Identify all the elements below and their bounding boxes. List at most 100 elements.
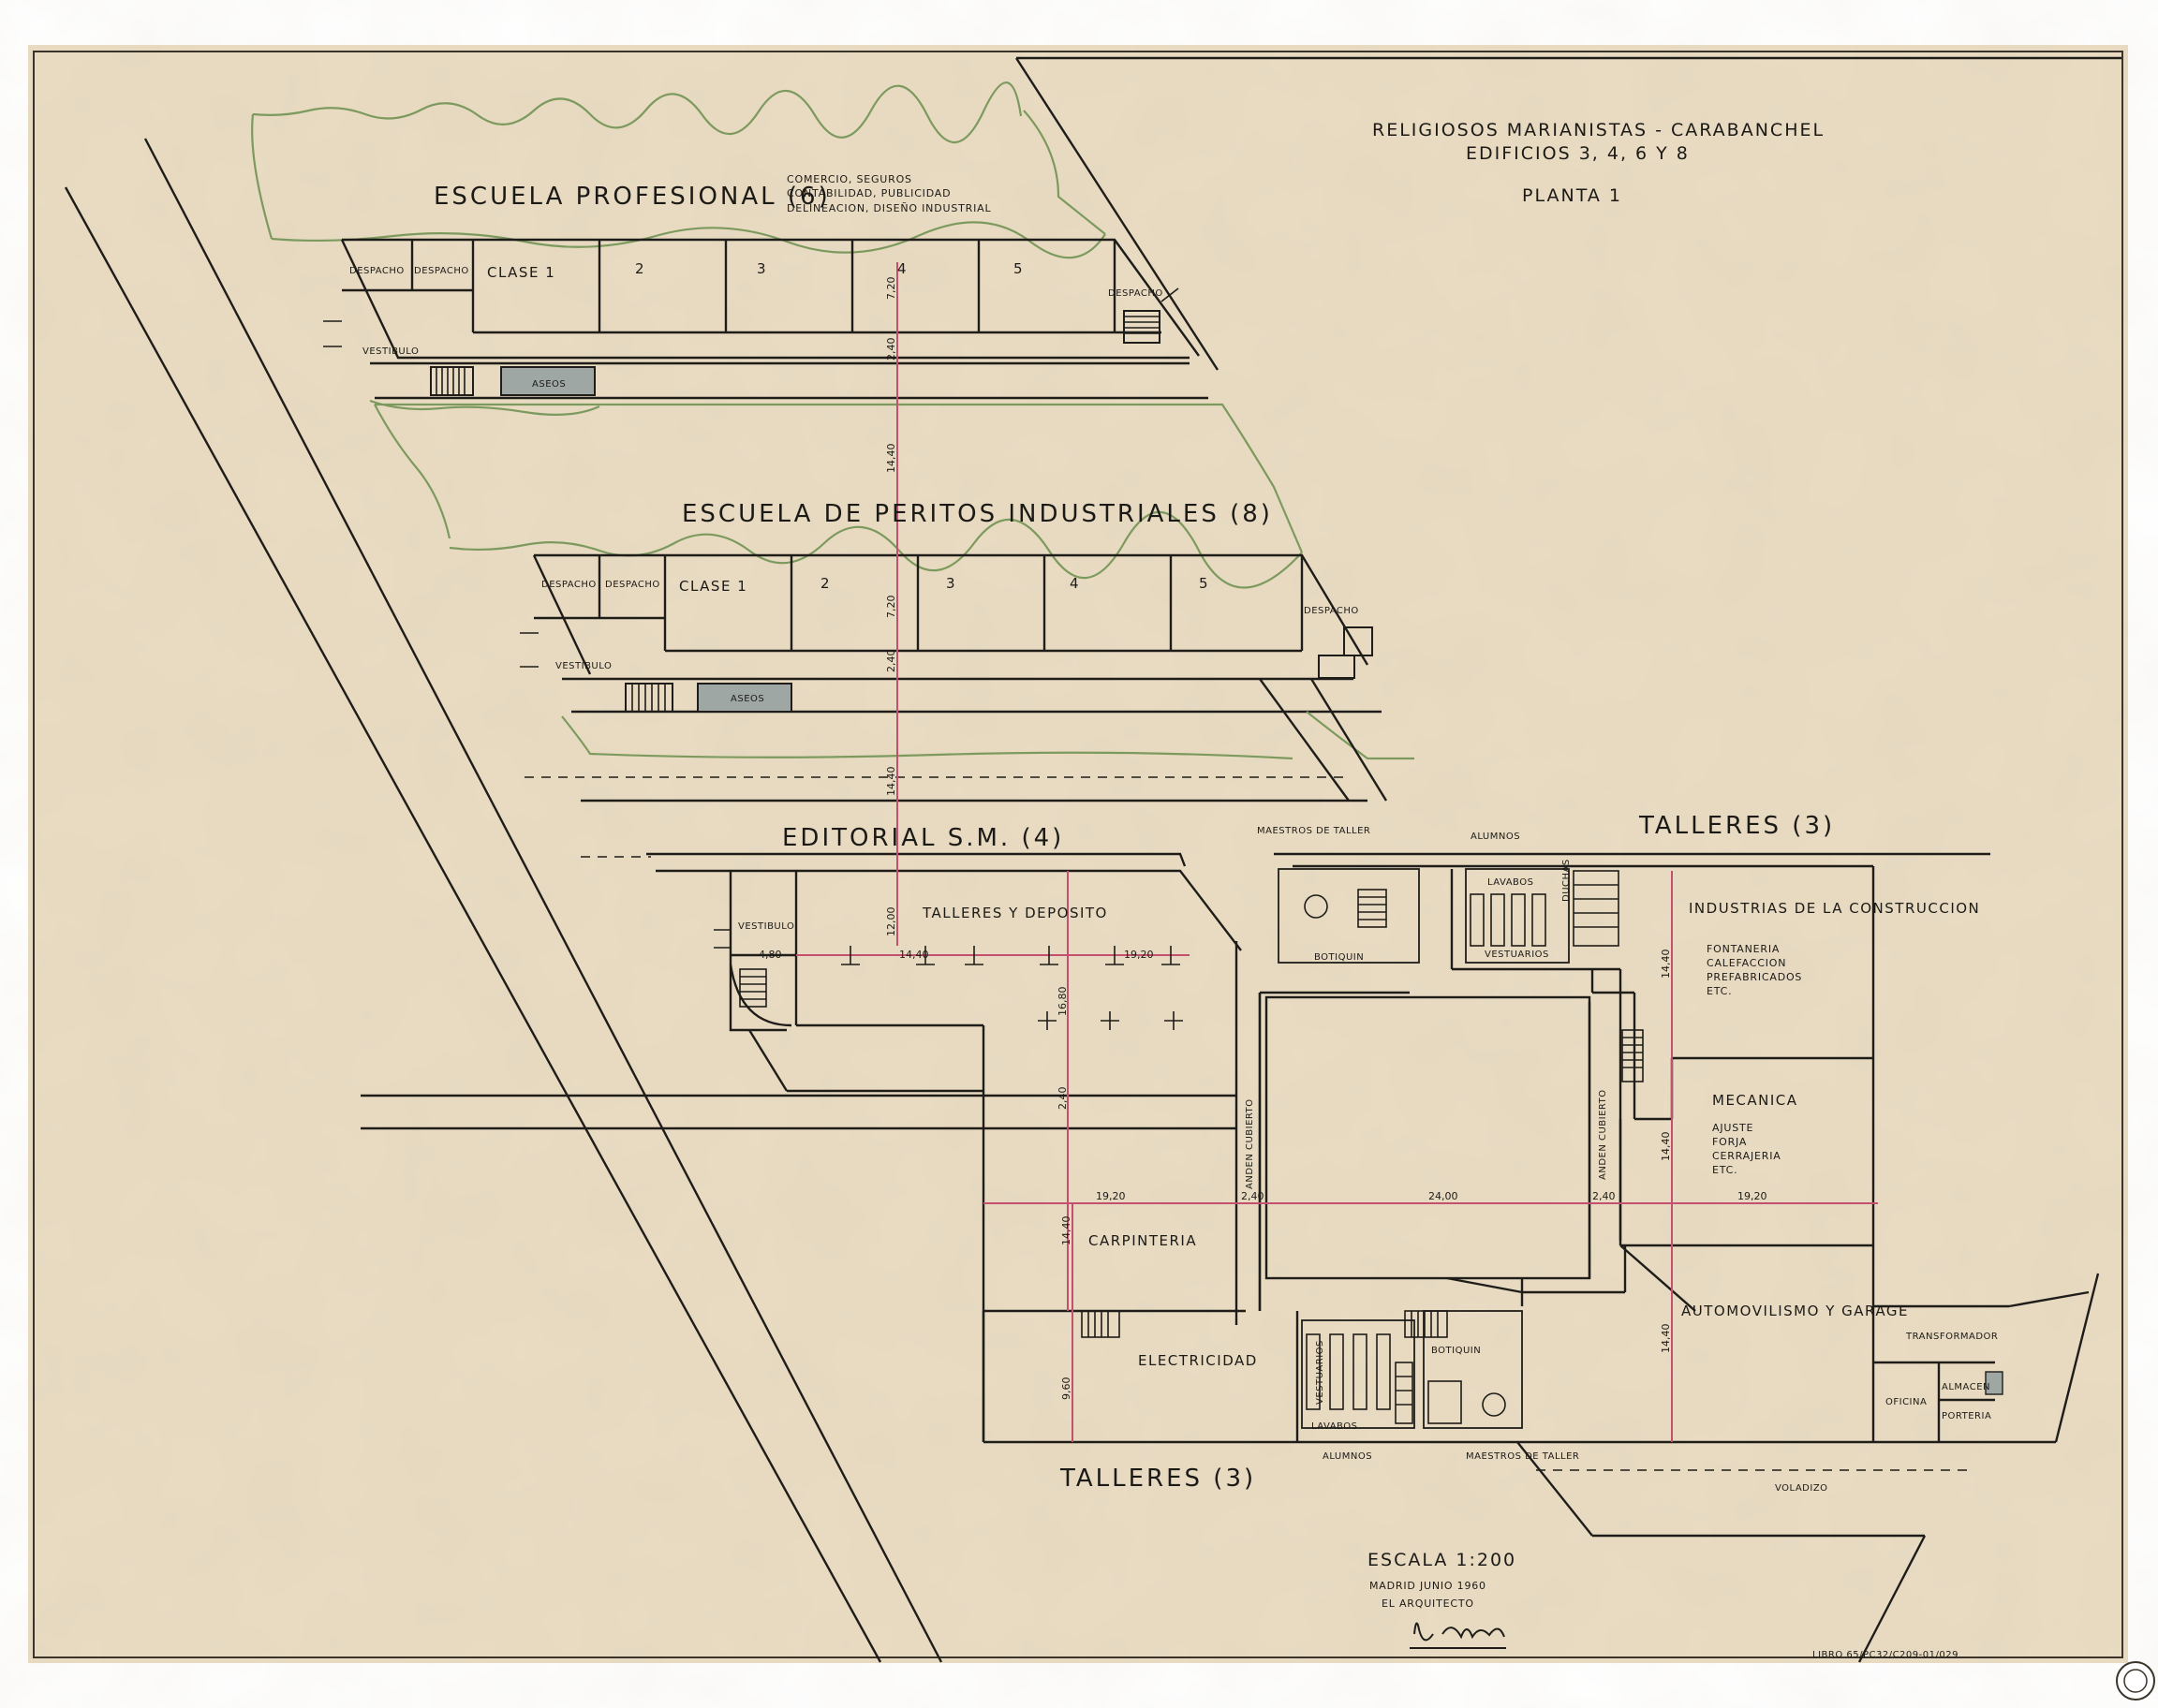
dim-6: 14,40 xyxy=(885,767,897,797)
escuela-peritos-block xyxy=(374,403,1414,802)
maestros-taller-bottom: MAESTROS DE TALLER xyxy=(1466,1451,1579,1462)
porteria-label: PORTERIA xyxy=(1942,1411,1991,1421)
alumnos-top: ALUMNOS xyxy=(1471,832,1520,842)
pi-clase-4: 4 xyxy=(1070,575,1080,592)
dim-17: 19,20 xyxy=(1737,1190,1767,1202)
dim-20: 14,40 xyxy=(1660,1132,1672,1162)
lavabos-bottom: LAVABOS xyxy=(1311,1421,1357,1432)
pi-clase-3: 3 xyxy=(946,575,956,592)
dim-8: 4,80 xyxy=(759,949,782,961)
ep-clase-3: 3 xyxy=(757,260,767,277)
mecanica-item-3: CERRAJERIA xyxy=(1712,1150,1781,1162)
dim-15: 24,00 xyxy=(1428,1190,1458,1202)
structural-grid xyxy=(796,262,1878,1442)
industrias-name: INDUSTRIAS DE LA CONSTRUCCION xyxy=(1689,900,1980,917)
mecanica-name: MECANICA xyxy=(1712,1092,1798,1109)
ep-despacho-3: DESPACHO xyxy=(1108,288,1163,299)
dim-16: 2,40 xyxy=(1592,1190,1616,1202)
dim-22: 14,40 xyxy=(1660,1324,1672,1354)
transformador-label: TRANSFORMADOR xyxy=(1905,1332,1998,1342)
ep-clase-2: 2 xyxy=(635,260,645,277)
road-lines xyxy=(361,1094,1236,1130)
dim-9: 14,40 xyxy=(899,949,929,961)
ed-vestibulo: VESTIBULO xyxy=(738,921,794,932)
dim-3: 14,40 xyxy=(885,444,897,474)
mecanica-item-1: AJUSTE xyxy=(1712,1122,1753,1134)
place-date: MADRID JUNIO 1960 xyxy=(1369,1580,1486,1592)
ep-despacho-2: DESPACHO xyxy=(414,266,469,276)
dim-1: 7,20 xyxy=(885,277,897,301)
almacen-label: ALMACEN xyxy=(1942,1382,1990,1392)
alumnos-bottom: ALUMNOS xyxy=(1323,1451,1372,1462)
botiquin-top: BOTIQUIN xyxy=(1314,952,1364,963)
pi-clase-2: 2 xyxy=(820,575,831,592)
ep-despacho-1: DESPACHO xyxy=(349,266,405,276)
dim-18: 14,40 xyxy=(1060,1216,1072,1246)
pi-aseos: ASEOS xyxy=(731,694,764,704)
aseos-6 xyxy=(500,366,596,396)
editorial-name: EDITORIAL S.M. (4) xyxy=(782,824,1064,852)
carpinteria-label: CARPINTERIA xyxy=(1088,1232,1197,1249)
ep-vestibulo: VESTIBULO xyxy=(362,346,419,357)
dim-14: 2,40 xyxy=(1241,1190,1264,1202)
floor-label: PLANTA 1 xyxy=(1522,185,1622,206)
ep-clase-4: 4 xyxy=(897,260,908,277)
labels: RELIGIOSOS MARIANISTAS - CARABANCHEL EDI… xyxy=(349,120,1998,1660)
dim-2: 2,40 xyxy=(885,338,897,361)
dim-4: 7,20 xyxy=(885,596,897,619)
pi-despacho-1: DESPACHO xyxy=(541,580,597,590)
ed-talleres-deposito: TALLERES Y DEPOSITO xyxy=(922,905,1108,921)
specialty-1: COMERCIO, SEGUROS xyxy=(787,173,912,185)
escuela-profesional-block xyxy=(251,81,1208,416)
industrias-item-4: ETC. xyxy=(1707,985,1732,997)
escuela-profesional-name: ESCUELA PROFESIONAL (6) xyxy=(434,183,831,211)
lavabos-top: LAVABOS xyxy=(1487,877,1533,888)
specialty-3: DELINEACION, DISEÑO INDUSTRIAL xyxy=(787,202,991,214)
botiquin-bottom: BOTIQUIN xyxy=(1431,1346,1481,1356)
anden-left-label: ANDEN CUBIERTO xyxy=(1245,1098,1255,1189)
archive-seal-icon xyxy=(2116,1661,2155,1701)
title-line-1: RELIGIOSOS MARIANISTAS - CARABANCHEL xyxy=(1372,120,1825,140)
pi-despacho-3: DESPACHO xyxy=(1304,606,1359,616)
escuela-peritos-name: ESCUELA DE PERITOS INDUSTRIALES (8) xyxy=(682,500,1273,528)
mecanica-item-4: ETC. xyxy=(1712,1164,1737,1176)
electricidad-label: ELECTRICIDAD xyxy=(1138,1352,1258,1369)
pi-clase-1: CLASE 1 xyxy=(679,578,747,595)
site-boundaries xyxy=(64,56,2121,1663)
ep-clase-1: CLASE 1 xyxy=(487,264,555,281)
aseos-8 xyxy=(697,683,792,713)
dim-10: 19,20 xyxy=(1124,949,1154,961)
architect-signature xyxy=(1410,1622,1506,1649)
talleres-top-name: TALLERES (3) xyxy=(1638,812,1835,840)
automovilismo-name: AUTOMOVILISMO Y GARAGE xyxy=(1681,1303,1909,1319)
vestuarios-bottom: VESTUARIOS xyxy=(1315,1340,1325,1405)
architect-role: EL ARQUITECTO xyxy=(1382,1598,1474,1610)
anden-right-label: ANDEN CUBIERTO xyxy=(1598,1089,1608,1180)
ep-clase-5: 5 xyxy=(1013,260,1024,277)
pi-despacho-2: DESPACHO xyxy=(605,580,660,590)
vestuarios-top: VESTUARIOS xyxy=(1485,950,1549,960)
ep-aseos: ASEOS xyxy=(532,379,566,390)
pi-vestibulo: VESTIBULO xyxy=(555,661,612,671)
oficina-label: OFICINA xyxy=(1885,1397,1927,1407)
dim-19: 14,40 xyxy=(1660,950,1672,979)
specialty-2: CONTABILIDAD, PUBLICIDAD xyxy=(787,187,951,199)
structural-points xyxy=(841,946,1183,1030)
industrias-item-1: FONTANERIA xyxy=(1707,943,1780,955)
dim-13: 19,20 xyxy=(1096,1190,1126,1202)
talleres-bottom-name: TALLERES (3) xyxy=(1059,1465,1256,1493)
title-line-2: EDIFICIOS 3, 4, 6 Y 8 xyxy=(1466,143,1690,164)
scale-label: ESCALA 1:200 xyxy=(1367,1550,1516,1570)
mecanica-item-2: FORJA xyxy=(1712,1136,1747,1148)
pi-clase-5: 5 xyxy=(1199,575,1209,592)
talleres-complex xyxy=(982,852,2100,1663)
industrias-item-3: PREFABRICADOS xyxy=(1707,971,1802,983)
dim-12: 2,40 xyxy=(1057,1087,1069,1111)
duchas-top: DUCHAS xyxy=(1561,859,1572,902)
maestros-taller-top: MAESTROS DE TALLER xyxy=(1257,826,1370,836)
industrias-item-2: CALEFACCION xyxy=(1707,957,1786,969)
voladizo-label: VOLADIZO xyxy=(1775,1483,1828,1494)
dim-21: 9,60 xyxy=(1060,1377,1072,1401)
archive-stamp: LIBRO 65/PC32/C209-01/029 xyxy=(1812,1650,1958,1660)
